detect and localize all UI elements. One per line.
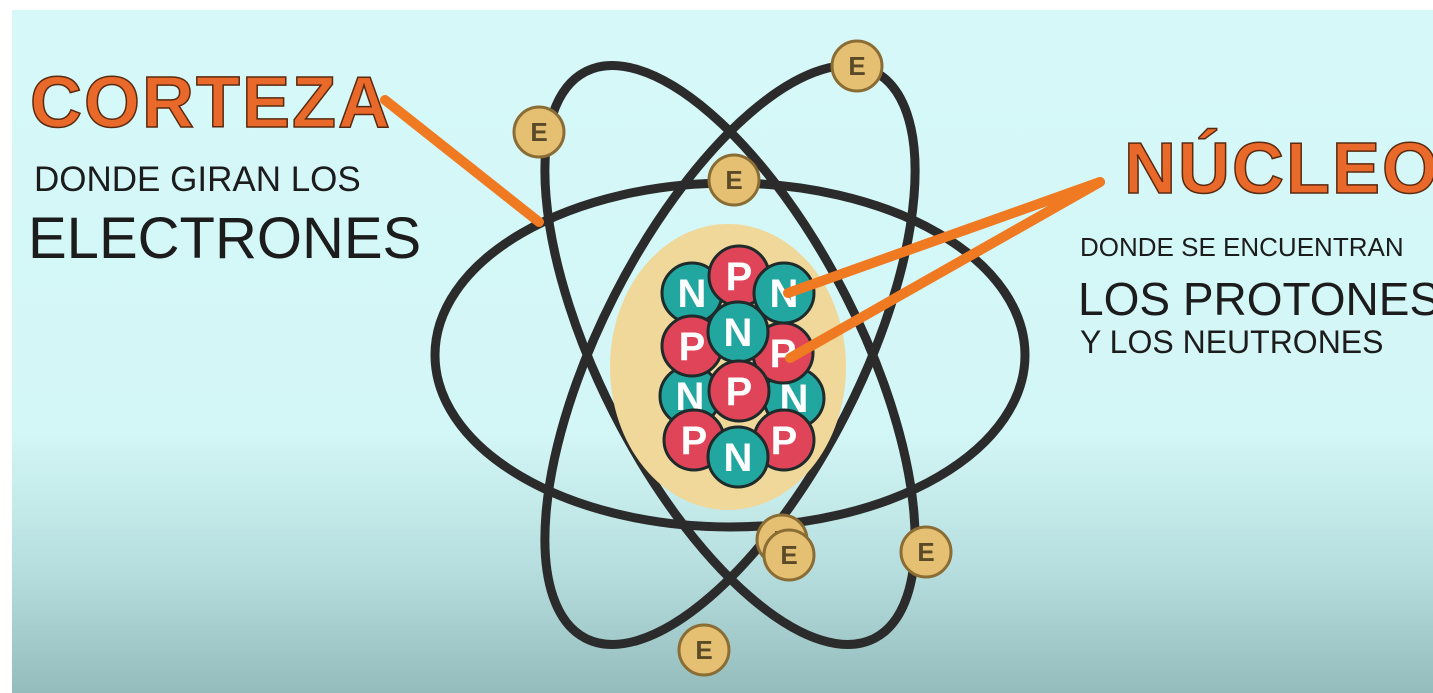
electron-letter: E xyxy=(917,537,934,567)
nucleon-bottom-center: N xyxy=(706,425,770,489)
nucleo-pointer-neutron xyxy=(783,177,1105,298)
atom-diagram-scene: N P N N N P P xyxy=(12,10,1433,693)
electrons: E E E E E E E xyxy=(512,39,953,677)
electron-top-center: E xyxy=(707,153,761,207)
nucleon-letter: P xyxy=(726,370,753,414)
atom-diagram: N P N N N P P xyxy=(380,39,1105,677)
electron-body xyxy=(830,39,884,93)
electron-top-right: E xyxy=(830,39,884,93)
orbit-tilted-right xyxy=(540,61,920,649)
electron-bottom-left: E xyxy=(677,623,731,677)
electron-letter: E xyxy=(530,117,547,147)
corteza-line1: DONDE GIRAN LOS xyxy=(34,160,361,199)
nucleon-lower-center: P xyxy=(707,359,771,423)
electron-bottom-right: E xyxy=(899,525,953,579)
electron-letter: E xyxy=(725,165,742,195)
nucleo-line3: Y LOS NEUTRONES xyxy=(1080,324,1384,360)
nucleon-center: N xyxy=(706,300,770,364)
nucleon-letter: P xyxy=(726,255,753,299)
nucleo-line1: DONDE SE ENCUENTRAN xyxy=(1080,232,1404,262)
nucleon-letter: N xyxy=(678,272,707,316)
nucleon-letter: N xyxy=(724,311,753,355)
electron-letter: E xyxy=(695,635,712,665)
nucleon-letter: P xyxy=(681,419,708,463)
nucleon-letter: P xyxy=(679,325,706,369)
electron-body xyxy=(677,623,731,677)
nucleo-title: NÚCLEO xyxy=(1123,128,1433,210)
nucleo-pointer-proton xyxy=(785,177,1105,363)
nucleon-letter: N xyxy=(724,436,753,480)
nucleo-line2: LOS PROTONES xyxy=(1078,273,1433,325)
pointers xyxy=(380,95,1105,363)
electron-body xyxy=(899,525,953,579)
electron-letter: E xyxy=(848,51,865,81)
nucleon-letter: P xyxy=(771,419,798,463)
nucleon-body xyxy=(707,359,771,423)
electron-bottom-mid: E xyxy=(762,528,816,582)
electron-upper-left: E xyxy=(512,105,566,159)
corteza-pointer xyxy=(380,95,544,227)
nucleus: N P N N N P P xyxy=(658,244,826,489)
electron-letter: E xyxy=(780,540,797,570)
electron-body xyxy=(707,153,761,207)
electron-body xyxy=(512,105,566,159)
electron-body xyxy=(762,528,816,582)
corteza-line2: ELECTRONES xyxy=(28,206,422,271)
nucleon-body xyxy=(706,425,770,489)
corteza-title: CORTEZA xyxy=(29,62,392,144)
